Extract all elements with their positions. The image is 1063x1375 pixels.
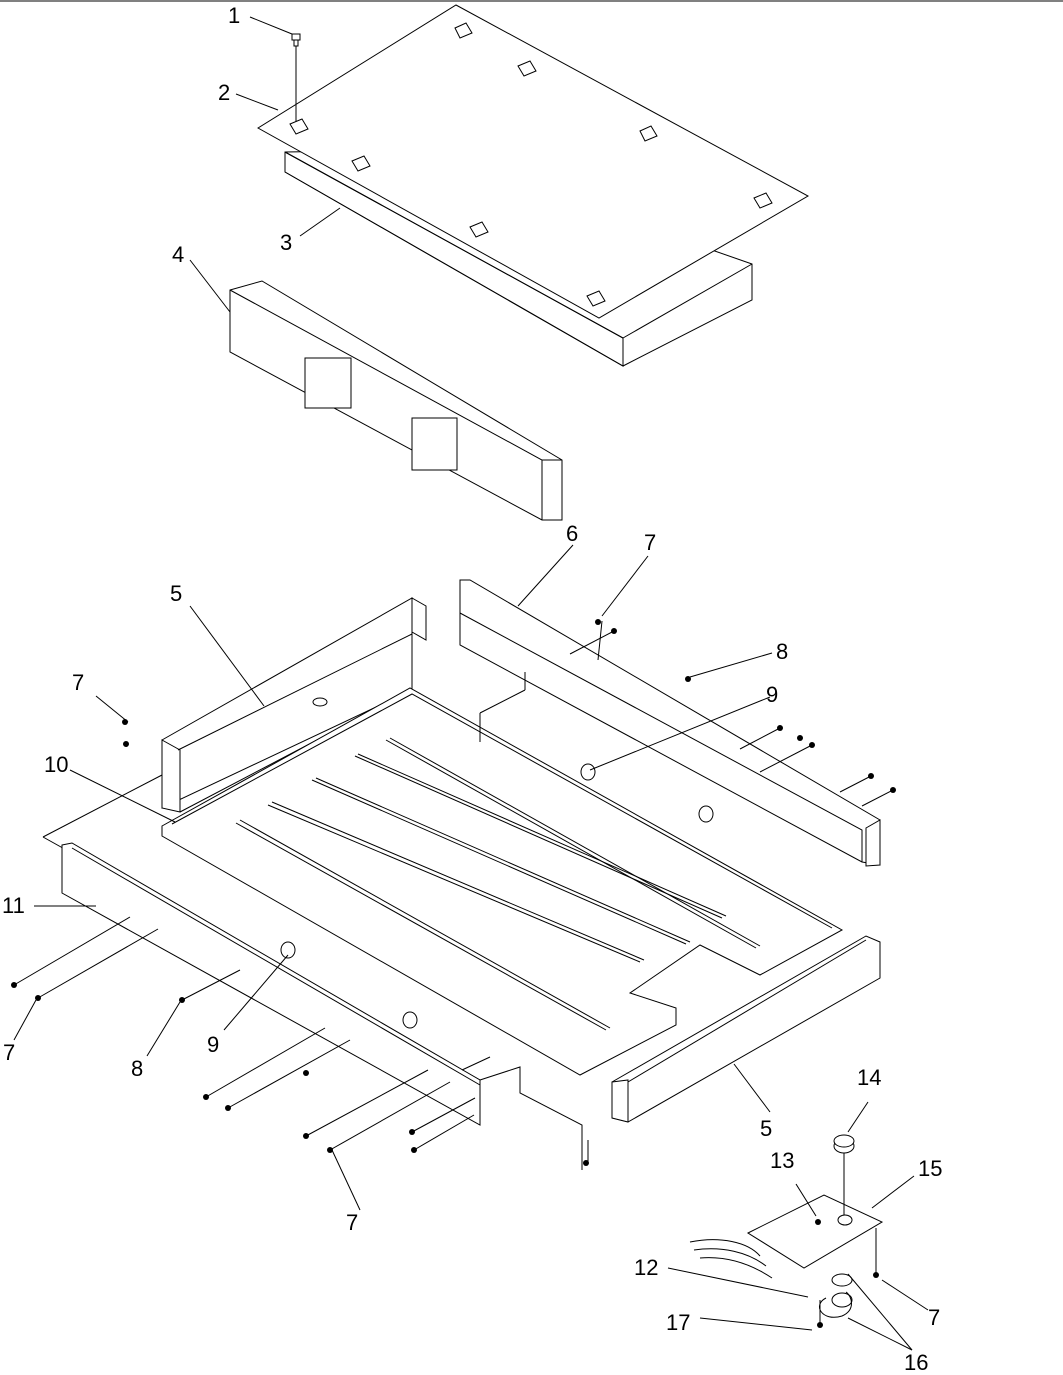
label-7-bottom-center: 7 bbox=[346, 1210, 358, 1235]
label-1: 1 bbox=[228, 3, 240, 28]
label-5-lower: 5 bbox=[760, 1116, 772, 1141]
part-4-front-block bbox=[229, 280, 563, 521]
label-7-top-right: 7 bbox=[644, 530, 656, 555]
label-15: 15 bbox=[918, 1156, 942, 1181]
part-11-front-skirt-panel bbox=[42, 774, 583, 1170]
part-2-top-cover-panel bbox=[257, 4, 810, 319]
part-labels: 1 2 3 4 5 6 7 7 8 9 10 11 7 8 9 5 14 13 … bbox=[2, 3, 942, 1375]
label-8-left: 8 bbox=[131, 1056, 143, 1081]
part-6-right-back-rail bbox=[459, 579, 881, 867]
label-16: 16 bbox=[904, 1350, 928, 1375]
label-12: 12 bbox=[634, 1255, 658, 1280]
screws bbox=[11, 619, 896, 1166]
part-5-right-side-rail bbox=[611, 935, 881, 1123]
label-13: 13 bbox=[770, 1148, 794, 1173]
label-11: 11 bbox=[2, 893, 25, 918]
label-10: 10 bbox=[44, 752, 68, 777]
bracket-assembly bbox=[689, 1134, 884, 1328]
part-10-base-tray bbox=[161, 687, 844, 1076]
clips bbox=[280, 763, 714, 1029]
leader-lines bbox=[13, 16, 929, 1351]
label-7-left: 7 bbox=[72, 670, 84, 695]
label-17: 17 bbox=[666, 1310, 690, 1335]
label-7-bottom-right: 7 bbox=[928, 1305, 940, 1330]
part-1-screw bbox=[291, 33, 301, 122]
label-4: 4 bbox=[172, 242, 184, 267]
cover-slots bbox=[289, 22, 773, 307]
part-5-left-side-rail bbox=[161, 597, 427, 813]
label-8-right: 8 bbox=[776, 639, 788, 664]
label-7-bottom-left: 7 bbox=[3, 1040, 15, 1065]
label-6: 6 bbox=[566, 521, 578, 546]
label-3: 3 bbox=[280, 230, 292, 255]
label-9-left: 9 bbox=[207, 1032, 219, 1057]
label-5-upper: 5 bbox=[170, 581, 182, 606]
label-9-right: 9 bbox=[766, 682, 778, 707]
label-14: 14 bbox=[857, 1065, 881, 1090]
label-2: 2 bbox=[218, 80, 230, 105]
